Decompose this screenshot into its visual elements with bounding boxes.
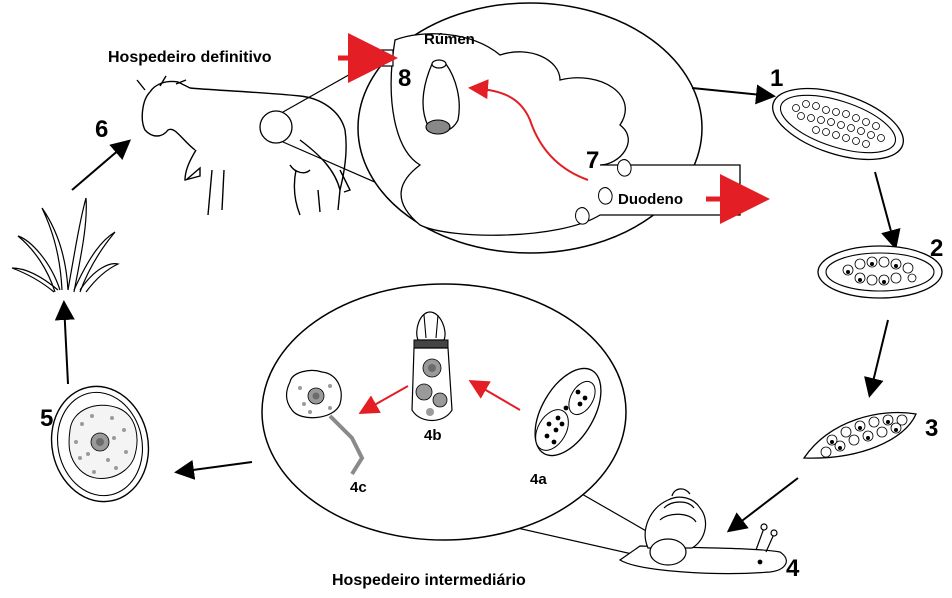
arrow-zoom-to-5 (178, 462, 252, 472)
arrow-egg-3-to-snail (730, 478, 798, 530)
stage-5-number: 5 (40, 405, 53, 432)
stage-4c-label: 4c (350, 479, 367, 496)
miracidium-stage-3 (804, 413, 916, 459)
definitive-host-pointer (338, 50, 393, 66)
arrow-egg-1-to-2 (875, 172, 895, 246)
stage-1-number: 1 (770, 65, 783, 92)
duodenum-label: Duodeno (618, 191, 683, 208)
grass-illustration (12, 198, 118, 292)
arrow-grass-to-cow (72, 142, 128, 190)
snail-illustration (620, 489, 786, 574)
egg-stage-1 (764, 74, 912, 173)
definitive-host-label: Hospedeiro definitivo (108, 49, 272, 66)
stage-4b-label: 4b (424, 427, 442, 444)
stage-4a-label: 4a (530, 471, 547, 488)
intermediate-host-label: Hospedeiro intermediário (332, 572, 526, 589)
arrow-5-to-grass (64, 304, 68, 384)
egg-stage-2 (818, 246, 942, 298)
stage-4-number: 4 (786, 555, 800, 582)
metacercaria-stage-5 (41, 377, 159, 510)
stage-3-number: 3 (925, 415, 938, 442)
cow-illustration (137, 76, 350, 215)
arrow-to-egg-1 (692, 88, 772, 96)
arrow-egg-2-to-3 (870, 320, 888, 394)
stage-8-number: 8 (398, 65, 411, 92)
intermediate-host-zoom (262, 284, 662, 558)
stage-7-number: 7 (586, 147, 599, 174)
stage-6-number: 6 (95, 116, 108, 143)
digestive-tract-zoom (260, 3, 740, 253)
rumen-label: Rúmen (424, 31, 475, 48)
